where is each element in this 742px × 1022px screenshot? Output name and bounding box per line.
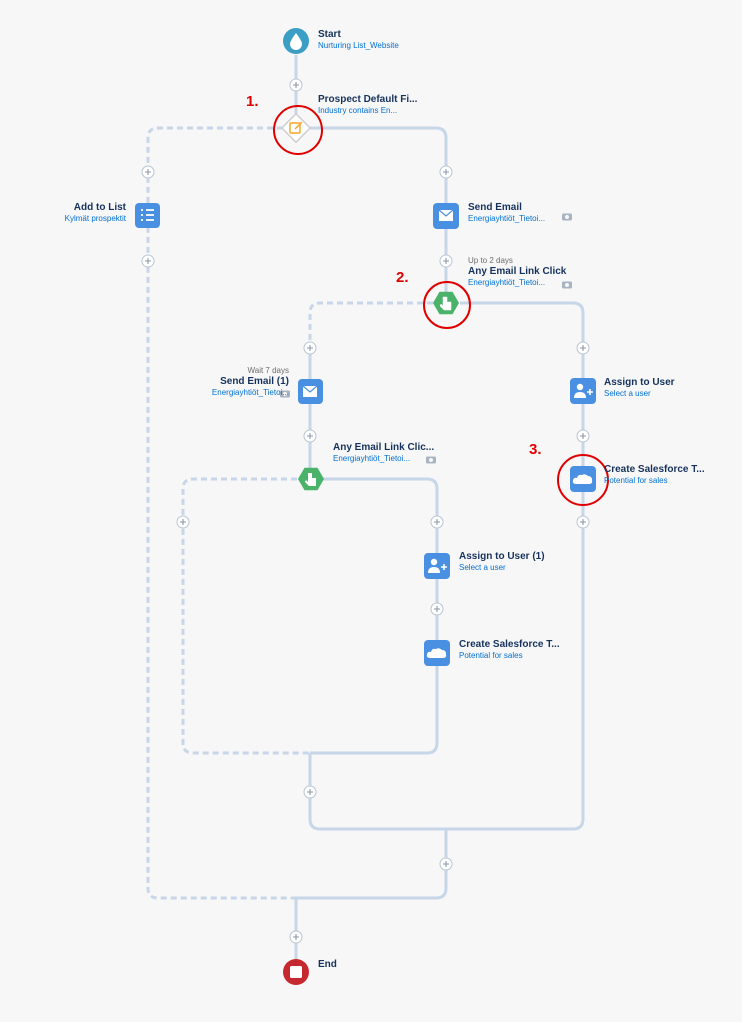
stop-icon xyxy=(290,966,302,978)
add-step-plus-icon[interactable] xyxy=(576,341,590,355)
create-salesforce-task-1-node[interactable] xyxy=(424,640,450,666)
send-email-1-title: Send Email (1) xyxy=(220,376,289,387)
annotation-circle-3 xyxy=(557,454,609,506)
start-node[interactable] xyxy=(283,28,309,54)
add-step-plus-icon[interactable] xyxy=(141,254,155,268)
add-step-plus-icon[interactable] xyxy=(303,429,317,443)
cloud-icon xyxy=(572,474,593,484)
annotation-circle-1 xyxy=(273,105,323,155)
send-email-1-node[interactable] xyxy=(298,379,323,404)
email-link-click-link[interactable]: Energiayhtiöt_Tietoi... xyxy=(468,278,546,287)
add-step-plus-icon[interactable] xyxy=(439,857,453,871)
assign-user-node[interactable] xyxy=(570,378,596,404)
email-link-click-1-link[interactable]: Energiayhtiöt_Tietoi... xyxy=(333,454,411,463)
assign-user-link[interactable]: Select a user xyxy=(604,389,651,398)
connector-click1-yes xyxy=(308,301,585,831)
sf-task-title: Create Salesforce T... xyxy=(604,464,705,475)
plus-buttons xyxy=(141,78,590,944)
add-step-plus-icon[interactable] xyxy=(303,785,317,799)
send-email-node[interactable] xyxy=(433,203,459,229)
end-title: End xyxy=(318,959,337,970)
connector-click2-yes xyxy=(310,477,439,755)
assign-user-1-label: Assign to User (1) Select a user xyxy=(459,551,545,573)
sf-task-label: Create Salesforce T... Potential for sal… xyxy=(604,464,705,486)
add-to-list-link[interactable]: Kylmät prospektit xyxy=(64,214,126,223)
start-title: Start xyxy=(318,29,341,40)
annotation-marker-1: 1. xyxy=(246,93,259,110)
add-step-plus-icon[interactable] xyxy=(439,254,453,268)
edit-icon xyxy=(289,121,303,134)
preview-icons xyxy=(280,213,572,464)
connector-merge xyxy=(294,829,448,972)
assign-user-title: Assign to User xyxy=(604,377,675,388)
add-step-plus-icon[interactable] xyxy=(289,930,303,944)
annotation-circle-2 xyxy=(423,281,471,329)
add-step-plus-icon[interactable] xyxy=(439,165,453,179)
add-to-list-title: Add to List xyxy=(73,202,126,213)
add-step-plus-icon[interactable] xyxy=(141,165,155,179)
assign-user-1-node[interactable] xyxy=(424,553,450,579)
sf-task-1-title: Create Salesforce T... xyxy=(459,639,560,650)
email-link-click-1-label: Any Email Link Clic... Energiayhtiöt_Tie… xyxy=(333,442,434,464)
add-step-plus-icon[interactable] xyxy=(430,515,444,529)
assign-user-1-link[interactable]: Select a user xyxy=(459,563,506,572)
add-step-plus-icon[interactable] xyxy=(176,515,190,529)
start-label: Start Nurturing List_Website xyxy=(318,29,399,51)
wait-note: Wait 7 days xyxy=(247,366,290,375)
email-link-click-1-title: Any Email Link Clic... xyxy=(333,442,435,453)
email-link-click-title: Any Email Link Click xyxy=(468,266,567,277)
send-email-1-label: Wait 7 days Send Email (1) Energiayhtiöt… xyxy=(212,366,289,398)
envelope-icon xyxy=(438,209,454,221)
rule-node[interactable] xyxy=(280,112,312,144)
email-link-click-label: Up to 2 days Any Email Link Click Energi… xyxy=(468,256,566,288)
send-email-template-link[interactable]: Energiayhtiöt_Tietoi... xyxy=(468,214,546,223)
connector-click2-no xyxy=(181,477,310,755)
create-salesforce-task-node[interactable] xyxy=(570,466,596,492)
end-label: End xyxy=(318,959,337,971)
email-link-click-1-node[interactable] xyxy=(298,467,324,491)
add-step-plus-icon[interactable] xyxy=(576,429,590,443)
send-email-title: Send Email xyxy=(468,202,522,213)
annotation-marker-2: 2. xyxy=(396,269,409,286)
end-node[interactable] xyxy=(283,959,309,985)
list-icon xyxy=(141,209,154,221)
sf-task-link[interactable]: Potential for sales xyxy=(604,476,668,485)
assign-user-label: Assign to User Select a user xyxy=(604,377,675,399)
hand-pointer-icon xyxy=(439,296,452,311)
add-step-plus-icon[interactable] xyxy=(303,341,317,355)
sf-task-1-link[interactable]: Potential for sales xyxy=(459,651,523,660)
send-email-label: Send Email Energiayhtiöt_Tietoi... xyxy=(468,202,545,224)
add-user-icon xyxy=(574,383,593,398)
rule-label: Prospect Default Fi... Industry contains… xyxy=(318,94,417,116)
add-to-list-node[interactable] xyxy=(135,203,160,228)
connector-rule-yes xyxy=(309,126,448,303)
assign-user-1-title: Assign to User (1) xyxy=(459,551,545,562)
start-list-link[interactable]: Nurturing List_Website xyxy=(318,41,399,50)
connector-rule-no xyxy=(146,126,296,900)
add-step-plus-icon[interactable] xyxy=(576,515,590,529)
camera-icon[interactable] xyxy=(562,213,572,221)
drop-icon xyxy=(290,33,302,50)
envelope-icon xyxy=(302,385,318,397)
hand-pointer-icon xyxy=(305,473,316,486)
add-step-plus-icon[interactable] xyxy=(289,78,303,92)
connector-click1-no xyxy=(308,301,433,355)
add-step-plus-icon[interactable] xyxy=(430,602,444,616)
camera-icon[interactable] xyxy=(562,281,572,289)
camera-icon[interactable] xyxy=(426,456,436,464)
rule-condition-link[interactable]: Industry contains En... xyxy=(318,106,398,115)
sf-task-1-label: Create Salesforce T... Potential for sal… xyxy=(459,639,560,661)
cloud-icon xyxy=(426,648,447,658)
email-link-click-node[interactable] xyxy=(433,291,459,315)
wait-note: Up to 2 days xyxy=(468,256,513,265)
add-user-icon xyxy=(428,558,447,573)
annotation-marker-3: 3. xyxy=(529,441,542,458)
add-to-list-label: Add to List Kylmät prospektit xyxy=(65,202,126,224)
camera-icon[interactable] xyxy=(280,390,290,398)
rule-title: Prospect Default Fi... xyxy=(318,94,418,105)
send-email-1-link[interactable]: Energiayhtiöt_Tietoi... xyxy=(211,388,289,397)
